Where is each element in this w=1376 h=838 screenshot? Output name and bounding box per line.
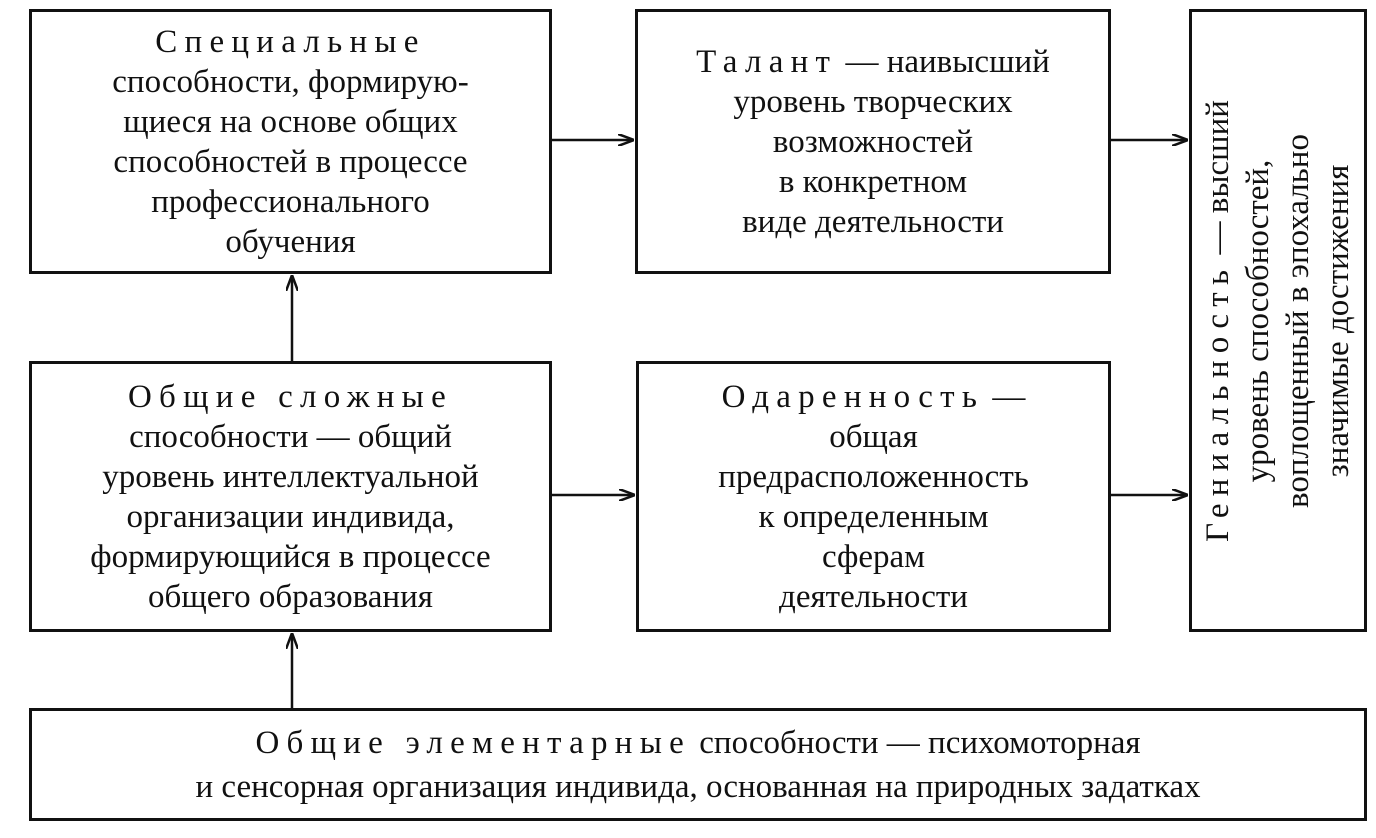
talent-line-4: в конкретном [778, 163, 968, 200]
general-complex-abilities-box: Общие сложные способности — общий уровен… [29, 361, 552, 632]
elementary-definition-start: способности — психомоторная [699, 724, 1141, 761]
special-abilities-line-6: обучения [225, 223, 356, 260]
talent-line-5: виде деятельности [742, 203, 1004, 240]
talent-line-1: Талант — наивысший [696, 42, 1050, 82]
talent-definition-start: — наивысший [845, 43, 1050, 80]
genius-box: Гениальность — высший уровень способност… [1189, 9, 1367, 632]
special-abilities-line-4: способностей в процессе [113, 143, 468, 180]
special-abilities-line-2: способности, формирую- [112, 63, 469, 100]
general-complex-line-5: формирующийся в процессе [90, 538, 491, 575]
genius-vertical-text: Гениальность — высший уровень способност… [1198, 21, 1358, 621]
giftedness-line-4: к определенным [758, 498, 989, 535]
giftedness-term: Одаренность [721, 378, 985, 415]
general-complex-line-2: способности — общий [129, 418, 452, 455]
talent-line-2: уровень творческих [733, 83, 1013, 120]
giftedness-line-2: общая [829, 418, 918, 455]
genius-definition-start: — высший [1200, 99, 1236, 254]
genius-line-1: Гениальность — высший [1198, 21, 1238, 621]
genius-term: Гениальность [1200, 262, 1236, 542]
giftedness-line-3: предрасположенность [718, 458, 1029, 495]
genius-line-2: уровень способностей, [1240, 159, 1276, 482]
general-complex-line-4: организации индивида, [126, 498, 455, 535]
genius-line-4: значимые достижения [1320, 164, 1356, 477]
special-abilities-line-5: профессионального [151, 183, 430, 220]
special-abilities-box: Специальные способности, формирую- щиеся… [29, 9, 552, 274]
talent-box: Талант — наивысший уровень творческих во… [635, 9, 1111, 274]
giftedness-line-6: деятельности [779, 578, 968, 615]
genius-line-3: воплощенный в эпохально [1280, 133, 1316, 508]
general-complex-line-1: Общие сложные [127, 378, 454, 415]
elementary-abilities-box: Общие элементарные способности — психомо… [29, 708, 1367, 821]
elementary-term: Общие элементарные [255, 724, 692, 761]
elementary-line-1: Общие элементарные способности — психомо… [255, 721, 1140, 765]
special-abilities-line-3: щиеся на основе общих [123, 103, 458, 140]
general-complex-line-6: общего образования [148, 578, 433, 615]
elementary-line-2: и сенсорная организация индивида, основа… [195, 768, 1201, 805]
talent-line-3: возможностей [772, 123, 974, 160]
giftedness-line-5: сферам [821, 538, 926, 575]
giftedness-dash: — [992, 378, 1026, 415]
talent-term: Талант [696, 43, 838, 80]
general-complex-line-3: уровень интеллектуальной [102, 458, 479, 495]
giftedness-line-1: Одаренность — [722, 377, 1026, 417]
giftedness-box: Одаренность — общая предрасположенность … [636, 361, 1111, 632]
special-abilities-line-1: Специальные [155, 23, 426, 60]
